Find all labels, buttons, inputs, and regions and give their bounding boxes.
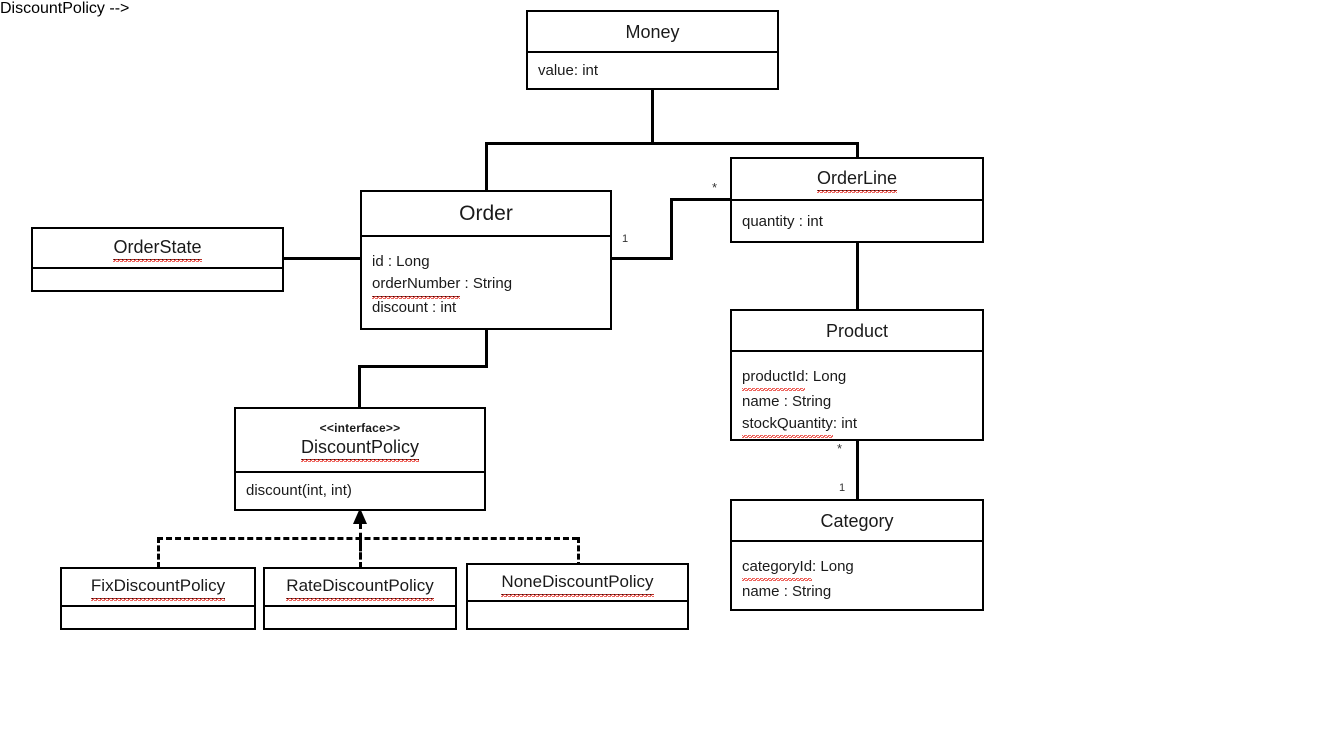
- edge-money-bar: [485, 142, 859, 145]
- edge-order-orderline-seg2: [670, 198, 673, 260]
- class-attributes-product: productId: Long name : String stockQuant…: [732, 352, 982, 446]
- edge-realization-bar: [157, 537, 578, 540]
- edge-money-to-order: [485, 142, 488, 192]
- class-header-fix-discount-policy: FixDiscountPolicy: [62, 569, 254, 607]
- class-box-rate-discount-policy[interactable]: RateDiscountPolicy: [263, 567, 457, 630]
- attribute-row: categoryId: Long: [742, 556, 972, 581]
- class-box-none-discount-policy[interactable]: NoneDiscountPolicy: [466, 563, 689, 630]
- class-header-product: Product: [732, 311, 982, 352]
- class-name-category: Category: [820, 510, 894, 531]
- class-attributes-order-line: quantity : int: [732, 201, 982, 241]
- multiplicity-product-side: *: [837, 441, 843, 456]
- edge-order-discount-seg1: [485, 328, 488, 368]
- class-header-none-discount-policy: NoneDiscountPolicy: [468, 565, 687, 602]
- edge-realization-none: [577, 537, 580, 568]
- class-box-discount-policy[interactable]: <<interface>> DiscountPolicy discount(in…: [234, 407, 486, 511]
- edge-order-orderline-seg3: [670, 198, 732, 201]
- class-box-order-line[interactable]: OrderLine quantity : int: [730, 157, 984, 243]
- class-header-money: Money: [528, 12, 777, 53]
- edge-order-orderline-seg1: [610, 257, 673, 260]
- attribute-row: discount : int: [372, 299, 457, 316]
- edge-orderline-product: [856, 243, 859, 310]
- multiplicity-orderline-side: *: [712, 180, 718, 195]
- edge-order-discount-seg2: [358, 365, 488, 368]
- edge-money-stem: [651, 90, 654, 144]
- edge-product-category: [856, 441, 859, 499]
- class-operations-discount-policy: discount(int, int): [236, 473, 484, 510]
- multiplicity-order-side: 1: [622, 233, 629, 245]
- realization-arrowhead-icon: [353, 508, 367, 524]
- class-name-discount-policy: DiscountPolicy: [300, 436, 420, 462]
- class-name-order-state: OrderState: [113, 236, 202, 262]
- attribute-row: stockQuantity : int: [742, 413, 972, 438]
- attribute-row: name : String: [742, 583, 832, 600]
- class-box-order-state[interactable]: OrderState: [31, 227, 284, 292]
- class-header-rate-discount-policy: RateDiscountPolicy: [265, 569, 455, 607]
- class-name-order: Order: [459, 201, 513, 225]
- class-box-fix-discount-policy[interactable]: FixDiscountPolicy: [60, 567, 256, 630]
- edge-realization-rate: [359, 537, 362, 568]
- attribute-row: productId: Long: [742, 366, 972, 391]
- class-name-money: Money: [625, 21, 680, 42]
- multiplicity-category-side: 1: [839, 482, 846, 494]
- edge-orderstate-order: [282, 257, 362, 260]
- edge-order-discount-seg3: [358, 365, 361, 408]
- class-header-category: Category: [732, 501, 982, 542]
- class-name-order-line: OrderLine: [816, 167, 898, 193]
- class-box-order[interactable]: Order id : Long orderNumber : String dis…: [360, 190, 612, 330]
- class-attributes-order: id : Long orderNumber : String discount …: [362, 237, 610, 327]
- class-box-money[interactable]: Money value: int: [526, 10, 779, 90]
- operation-row: discount(int, int): [246, 482, 352, 499]
- edge-money-to-orderline: [856, 142, 859, 160]
- attribute-row: value: int: [538, 62, 599, 79]
- class-header-order: Order: [362, 192, 610, 237]
- class-header-order-line: OrderLine: [732, 159, 982, 201]
- class-box-product[interactable]: Product productId: Long name : String st…: [730, 309, 984, 441]
- edge-realization-fix: [157, 537, 160, 568]
- attribute-row: id : Long: [372, 253, 430, 270]
- class-header-order-state: OrderState: [33, 229, 282, 269]
- class-attributes-money: value: int: [528, 53, 777, 90]
- attribute-row: orderNumber : String: [372, 273, 600, 299]
- attribute-row: quantity : int: [742, 213, 823, 230]
- class-name-product: Product: [825, 320, 889, 341]
- attribute-row: name : String: [742, 393, 832, 410]
- class-name-fix-discount-policy: FixDiscountPolicy: [90, 575, 226, 601]
- class-attributes-category: categoryId: Long name : String: [732, 542, 982, 611]
- class-name-rate-discount-policy: RateDiscountPolicy: [286, 575, 435, 601]
- class-name-none-discount-policy: NoneDiscountPolicy: [501, 571, 654, 597]
- class-box-category[interactable]: Category categoryId: Long name : String: [730, 499, 984, 611]
- class-stereotype-discount-policy: <<interface>>: [319, 420, 401, 435]
- class-header-discount-policy: <<interface>> DiscountPolicy: [236, 409, 484, 473]
